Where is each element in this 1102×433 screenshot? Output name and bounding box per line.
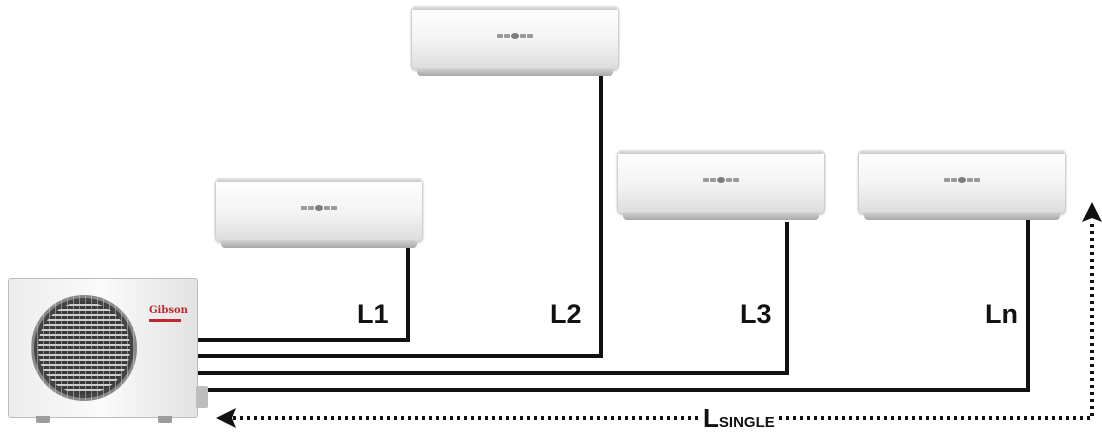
label-l-single: LSINGLE (700, 405, 778, 431)
arrow-left-icon (216, 408, 236, 428)
outdoor-unit: Gibson (8, 278, 208, 423)
indoor-unit-n (858, 150, 1066, 220)
brand-stripe (149, 319, 181, 322)
indoor-vent (417, 68, 613, 76)
l-single-subscript: SINGLE (718, 414, 775, 431)
outdoor-foot-left (36, 416, 50, 423)
outdoor-unit-body: Gibson (8, 278, 198, 418)
pipe-l2 (198, 76, 603, 358)
indoor-unit-2 (411, 6, 619, 76)
label-l3: L3 (740, 299, 772, 329)
indoor-vent (864, 212, 1060, 220)
indoor-logo-icon (703, 176, 739, 183)
indoor-unit-1 (215, 178, 423, 248)
fan-grille-icon (31, 295, 137, 401)
label-l2: L2 (550, 299, 582, 329)
indoor-logo-icon (301, 204, 337, 211)
indoor-logo-icon (944, 176, 980, 183)
indoor-unit-3 (617, 150, 825, 220)
label-l1: L1 (357, 299, 389, 329)
outdoor-foot-right (158, 416, 172, 423)
l-single-main: L (703, 403, 719, 433)
pipe-l3 (198, 222, 789, 375)
arrow-up-icon (1082, 202, 1102, 222)
pipe-ln (198, 215, 1030, 392)
brand-label: Gibson (149, 305, 188, 316)
service-valve (196, 386, 208, 408)
indoor-vent (221, 240, 417, 248)
single-length-line (233, 222, 1094, 420)
label-ln: Ln (985, 299, 1018, 329)
indoor-logo-icon (497, 32, 533, 39)
pipe-l1 (198, 248, 410, 342)
indoor-vent (623, 212, 819, 220)
